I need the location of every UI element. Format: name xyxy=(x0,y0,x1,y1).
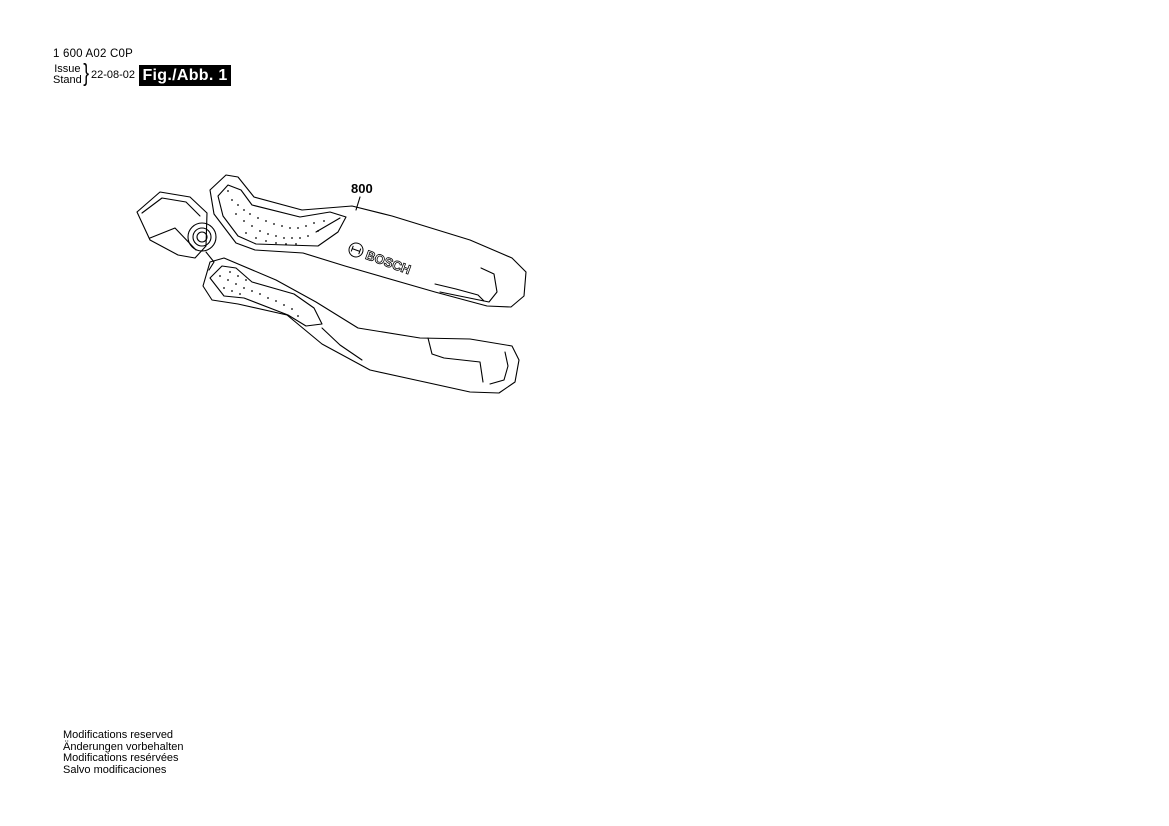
issue-stand-labels: Issue Stand xyxy=(53,64,82,86)
brace-glyph: } xyxy=(83,59,90,87)
cutting-jaw xyxy=(136,191,208,259)
lower-handle xyxy=(202,257,520,394)
footer-line-de: Änderungen vorbehalten xyxy=(63,740,184,753)
upper-handle xyxy=(209,174,527,308)
footer-line-en: Modifications reserved xyxy=(63,729,174,741)
part-number: 1 600 A02 C0P xyxy=(53,48,133,60)
leader-line xyxy=(355,196,361,211)
upper-grip xyxy=(217,184,347,247)
part-reference: 800 xyxy=(351,181,373,196)
brand-text: BOSCH xyxy=(364,247,413,277)
footer-notice: Modifications reserved Änderungen vorbeh… xyxy=(63,729,184,776)
grip-texture xyxy=(219,190,325,317)
lower-grip xyxy=(209,265,323,327)
footer-line-es: Salvo modificaciones xyxy=(63,763,167,776)
issue-label: Issue xyxy=(54,63,81,75)
figure-label: Fig./Abb. 1 xyxy=(139,65,231,86)
pivot-bolt xyxy=(187,222,217,252)
issue-date: 22-08-02 xyxy=(91,69,136,81)
stand-label: Stand xyxy=(53,74,82,86)
footer-line-fr: Modifications resérvées xyxy=(63,752,179,764)
bosch-logo: BOSCH xyxy=(348,242,413,278)
